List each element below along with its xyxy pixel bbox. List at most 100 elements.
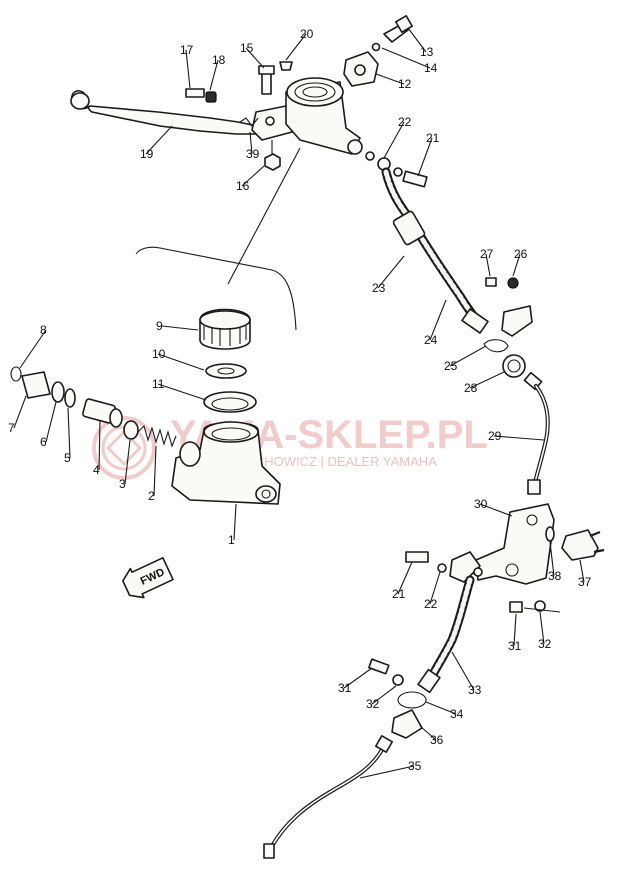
callout-leader: [375, 73, 405, 85]
callout-number: 2: [148, 489, 155, 503]
callout-p39: 39: [246, 131, 260, 161]
brake-hose-upper: [381, 167, 489, 334]
callout-leader: [417, 137, 433, 177]
callout-number: 11: [152, 377, 165, 391]
callout-leader: [469, 371, 505, 389]
callout-number: 37: [578, 575, 592, 589]
callout-p33: 33: [451, 651, 482, 697]
callout-p7: 7: [8, 395, 27, 435]
callout-leader: [429, 571, 441, 605]
hose-end-fitting: [461, 308, 489, 334]
pipe-union-nut: [391, 709, 423, 739]
callout-p23: 23: [372, 255, 405, 295]
diaphragm-plate: [203, 391, 257, 413]
callout-leader: [407, 27, 427, 53]
banjo-bolt: [402, 170, 428, 188]
hose-clamp: [397, 691, 427, 709]
callout-leader: [383, 121, 405, 159]
callout-number: 19: [140, 147, 154, 161]
callout-leader: [512, 253, 521, 277]
callout-number: 3: [119, 477, 126, 491]
callout-number: 10: [152, 347, 166, 361]
callout-p2: 2: [148, 445, 157, 503]
callout-leader: [451, 651, 475, 691]
callout-p15: 15: [240, 41, 265, 69]
callout-leader: [249, 131, 253, 155]
callout-p38: 38: [548, 541, 562, 583]
callout-leader: [124, 439, 131, 485]
callout-number: 23: [372, 281, 386, 295]
callout-leader: [479, 503, 513, 517]
callout-number: 36: [430, 733, 444, 747]
callout-number: 39: [246, 147, 260, 161]
callout-leader: [493, 435, 545, 441]
callout-p19: 19: [140, 125, 173, 161]
callout-leader: [157, 383, 207, 401]
hose-fitting: [392, 210, 426, 246]
callout-number: 22: [424, 597, 438, 611]
callout-p14: 14: [381, 47, 438, 75]
callout-p37: 37: [578, 559, 592, 589]
fwd-direction-marker: FWD: [122, 557, 174, 599]
mount-bolt-left: [368, 658, 390, 675]
callout-leader: [485, 253, 491, 277]
callout-number: 1: [228, 533, 235, 547]
callout-leader: [377, 255, 405, 289]
callout-p16: 16: [236, 165, 265, 193]
lever-nut: [264, 153, 281, 171]
callout-number: 18: [212, 53, 226, 67]
callout-p22a: 22: [383, 115, 412, 159]
callout-leader: [45, 401, 57, 443]
callout-p9: 9: [156, 319, 199, 333]
callout-leader: [233, 503, 237, 541]
switch-washer: [545, 526, 555, 542]
callout-number: 12: [398, 77, 412, 91]
callout-p32b: 32: [366, 685, 397, 711]
callout-number: 34: [450, 707, 464, 721]
exploded-master-cylinder: [10, 147, 301, 505]
callout-number: 7: [8, 421, 15, 435]
callout-number: 27: [480, 247, 494, 261]
upper-master-cylinder-assembly: [70, 15, 428, 188]
mount-bolt-right: [509, 601, 523, 613]
callout-leader: [359, 765, 415, 779]
callout-leader: [67, 407, 71, 459]
callout-number: 25: [444, 359, 458, 373]
hose-clip: [483, 339, 509, 353]
callout-number: 8: [40, 323, 47, 337]
mount-washer-right: [534, 600, 546, 612]
callout-leader: [371, 685, 397, 705]
bracket-bolt: [485, 277, 497, 287]
callout-p31b: 31: [338, 667, 373, 695]
watermark-subtitle: ...CHOWICZ | DEALER YAMAHA: [244, 454, 437, 469]
callout-number: 20: [300, 27, 314, 41]
callout-leader: [153, 445, 157, 497]
callout-p34: 34: [425, 701, 464, 721]
callout-leader: [425, 701, 457, 715]
callout-p25: 25: [444, 345, 487, 373]
callout-p11: 11: [152, 377, 207, 401]
callout-leader: [549, 541, 555, 577]
callout-p20: 20: [285, 27, 314, 61]
callout-p28: 28: [464, 371, 505, 395]
callout-number: 31: [338, 681, 352, 695]
circlip: [10, 366, 22, 382]
callout-p36: 36: [419, 725, 444, 747]
callout-leader: [539, 611, 545, 645]
callout-number: 6: [40, 435, 47, 449]
callout-number: 32: [366, 697, 380, 711]
lower-banjo-bolt: [405, 551, 429, 563]
callout-number: 21: [392, 587, 406, 601]
callout-leader: [343, 667, 373, 689]
callout-p22b: 22: [424, 571, 441, 611]
primary-cup: [123, 420, 139, 440]
secondary-cup: [64, 388, 76, 408]
callout-number: 32: [538, 637, 552, 651]
callout-leader: [145, 125, 173, 155]
lower-master-cylinder: [475, 503, 555, 585]
callout-p26: 26: [512, 247, 528, 277]
callout-leader: [429, 299, 447, 341]
callout-number: 26: [514, 247, 528, 261]
callout-number: 35: [408, 759, 422, 773]
